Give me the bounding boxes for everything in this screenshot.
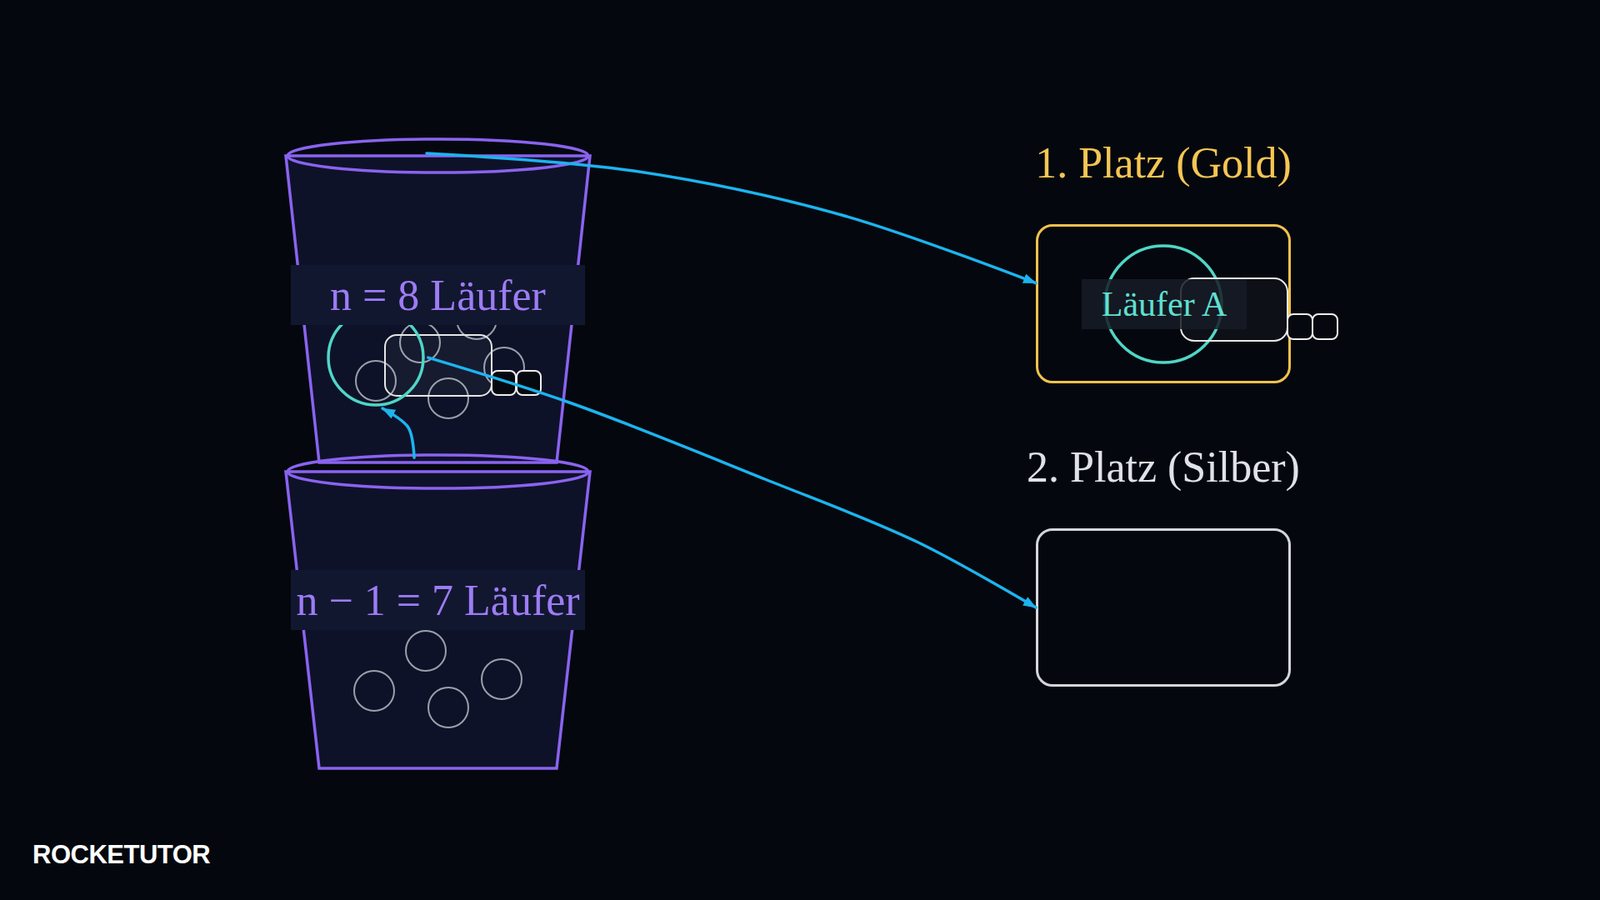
flow-arrow xyxy=(428,357,1036,608)
brand-logo: ROCKETUTOR xyxy=(32,838,210,872)
runner-token xyxy=(428,378,469,419)
podium-slot: 1. Platz (Gold)Läufer A xyxy=(1035,224,1291,384)
runner-token xyxy=(355,360,396,401)
card-tab xyxy=(516,370,541,395)
card-shape xyxy=(1180,278,1288,341)
cup-rim xyxy=(287,139,589,173)
card-tab xyxy=(1312,314,1338,340)
cup-label: n − 1 = 7 Läufer xyxy=(290,570,585,630)
place-heading: 2. Platz (Silber) xyxy=(921,442,1405,493)
cup-body xyxy=(285,155,590,463)
place-heading: 1. Platz (Gold) xyxy=(921,138,1405,189)
cup-label: n = 8 Läufer xyxy=(290,265,585,325)
runner-token xyxy=(428,687,469,728)
runner-token xyxy=(400,322,440,363)
runner-cup: n = 8 Läufer xyxy=(285,138,590,465)
runner-token xyxy=(405,630,446,671)
selected-runner xyxy=(1105,245,1222,363)
card-shape xyxy=(385,335,492,396)
card-tab xyxy=(491,370,516,395)
runner-name: Läufer A xyxy=(1081,279,1247,330)
selected-runner xyxy=(328,310,424,405)
runner-token xyxy=(354,670,395,711)
cup-body xyxy=(285,471,590,769)
runner-token xyxy=(484,347,525,388)
cup-rim xyxy=(287,455,589,489)
runner-cup: n − 1 = 7 Läufer xyxy=(285,454,590,770)
flow-arrow xyxy=(382,408,415,458)
podium-slot: 2. Platz (Silber) xyxy=(1035,528,1291,687)
runner-token xyxy=(456,299,497,340)
flow-arrow xyxy=(426,153,1036,284)
card-tab xyxy=(1287,314,1313,340)
runner-token xyxy=(481,659,522,700)
